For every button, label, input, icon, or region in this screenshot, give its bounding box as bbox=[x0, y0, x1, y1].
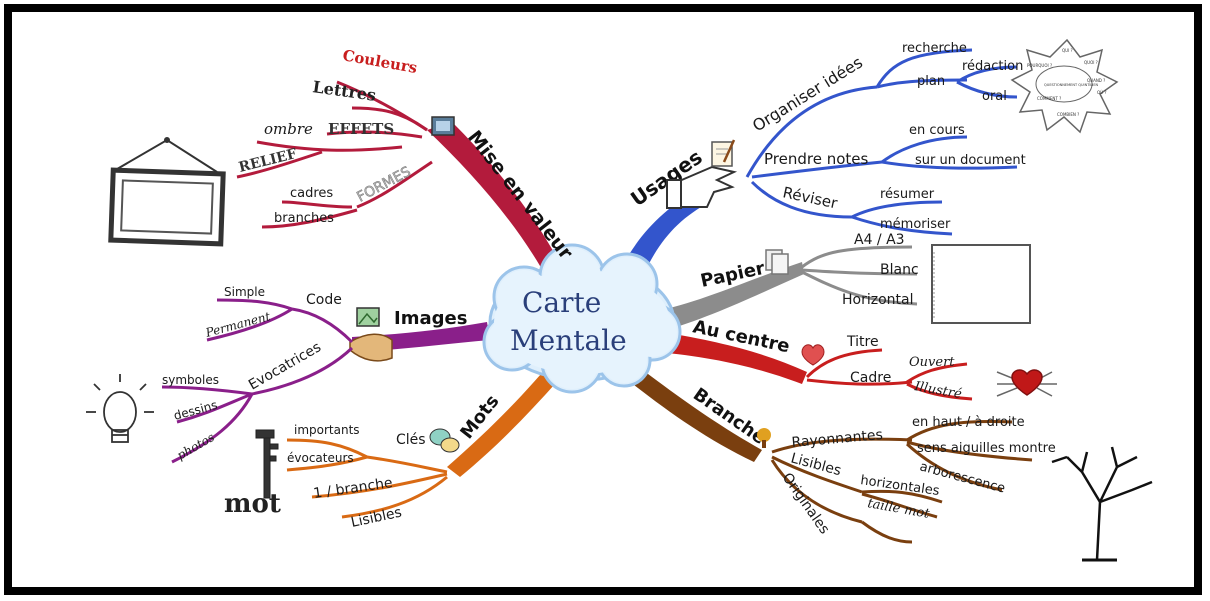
star-point-7: COMBIEN ? bbox=[1057, 112, 1079, 117]
label-prendre-notes: Prendre notes bbox=[764, 150, 869, 168]
paintbrush-icon bbox=[349, 333, 393, 362]
label-oral: oral bbox=[982, 89, 1007, 104]
mot-key-text: mot bbox=[224, 489, 281, 519]
heart-mindmap-illustration bbox=[996, 369, 1057, 397]
center-title-line1: Carte bbox=[522, 286, 601, 319]
branch-title-mise-en-valeur: Mise en valeur bbox=[463, 127, 577, 265]
branch-au-centre bbox=[657, 332, 807, 384]
label-cadre: Cadre bbox=[850, 370, 891, 386]
label-importants: importants bbox=[294, 423, 360, 437]
label-titre: Titre bbox=[846, 334, 879, 350]
label-photos: photos bbox=[175, 430, 217, 463]
branch-mots bbox=[447, 367, 564, 477]
center-title-line2: Mentale bbox=[510, 324, 627, 357]
label-ombre: ombre bbox=[264, 120, 313, 138]
label-memoriser: mémoriser bbox=[880, 217, 951, 232]
label-cles: Clés bbox=[396, 432, 426, 448]
label-ouvert: Ouvert bbox=[909, 355, 955, 370]
star-point-5: COMMENT ? bbox=[1037, 96, 1061, 101]
images-subbranches bbox=[161, 298, 354, 464]
label-sens-aiguilles-montre: sens aiguilles montre bbox=[917, 441, 1056, 456]
landscape-image-icon bbox=[356, 307, 380, 327]
label-permanent: Permanent bbox=[203, 309, 272, 340]
mind-map-frame: Carte Mentale Mise en valeur Couleurs Le… bbox=[4, 4, 1202, 595]
label-dessins: dessins bbox=[172, 398, 219, 423]
tree-small-icon bbox=[757, 428, 771, 448]
label-symboles: symboles bbox=[162, 373, 219, 387]
small-image-icon bbox=[431, 116, 455, 136]
label-rayonnantes: Rayonnantes bbox=[791, 427, 883, 451]
label-relief: RELIEF bbox=[237, 146, 298, 176]
mots-subbranches bbox=[286, 438, 448, 519]
label-cadres: cadres bbox=[290, 186, 333, 201]
star-point-6: POURQUOI ? bbox=[1027, 63, 1052, 68]
central-cloud bbox=[482, 243, 682, 394]
mind-map: Carte Mentale Mise en valeur Couleurs Le… bbox=[86, 38, 1153, 562]
au-centre-subbranches bbox=[805, 348, 973, 401]
label-illustre: Illustré bbox=[912, 379, 963, 402]
label-code: Code bbox=[306, 292, 342, 308]
label-horizontal: Horizontal bbox=[842, 292, 913, 308]
papier-sheets-icon bbox=[765, 249, 789, 275]
lightbulb-icon bbox=[86, 374, 154, 443]
notepad-pen-icon bbox=[711, 139, 736, 167]
heart-icon bbox=[801, 344, 825, 366]
key-icon bbox=[255, 429, 279, 499]
branch-mise-en-valeur bbox=[427, 122, 577, 304]
star-point-2: QUOI ? bbox=[1084, 60, 1098, 65]
label-plan: plan bbox=[917, 74, 945, 89]
label-resumer: résumer bbox=[880, 187, 935, 202]
usages-subbranches bbox=[745, 48, 1018, 236]
label-lettres: Lettres bbox=[311, 77, 377, 105]
branch-papier bbox=[652, 262, 804, 332]
star-point-3: OÙ ? bbox=[1097, 90, 1106, 95]
label-branches: branches bbox=[274, 211, 334, 226]
label-redaction: rédaction bbox=[962, 59, 1023, 74]
label-1-branche: 1 / branche bbox=[312, 475, 393, 502]
branch-title-images: Images bbox=[394, 308, 467, 329]
label-reviser: Réviser bbox=[781, 183, 840, 212]
speech-bubble-icon bbox=[429, 428, 460, 453]
label-organiser-idees: Organiser idées bbox=[749, 53, 866, 136]
label-effets: EFFETS bbox=[328, 120, 394, 138]
label-en-cours: en cours bbox=[909, 123, 965, 138]
label-a4-a3: A4 / A3 bbox=[854, 232, 905, 248]
label-en-haut-a-droite: en haut / à droite bbox=[912, 415, 1025, 430]
star-center-text: QUESTIONNEMENT QUINTILIEN bbox=[1044, 83, 1099, 87]
tree-illustration bbox=[1051, 446, 1153, 562]
label-recherche: recherche bbox=[902, 41, 967, 56]
blank-paper-illustration bbox=[931, 244, 1031, 324]
mise-en-valeur-subbranches bbox=[236, 80, 433, 229]
label-lisibles-mots: Lisibles bbox=[350, 505, 404, 531]
label-couleurs: Couleurs bbox=[341, 46, 418, 77]
label-evocateurs: évocateurs bbox=[287, 451, 354, 465]
branch-branche bbox=[620, 362, 762, 462]
star-point-1: QUI ? bbox=[1062, 48, 1073, 53]
label-sur-un-document: sur un document bbox=[915, 153, 1026, 168]
label-simple: Simple bbox=[224, 285, 265, 299]
questionnement-star-sheet: QUESTIONNEMENT QUINTILIEN QUI ? QUOI ? O… bbox=[1010, 38, 1119, 134]
picture-frame-icon bbox=[108, 137, 226, 247]
branche-subbranches bbox=[770, 420, 1033, 544]
star-point-4: QUAND ? bbox=[1087, 78, 1105, 83]
papier-subbranches bbox=[801, 245, 918, 306]
label-taille-mot: taille mot bbox=[866, 496, 931, 522]
label-formes: FORMES bbox=[354, 164, 413, 206]
label-blanc: Blanc bbox=[880, 262, 919, 278]
pointing-hand-icon bbox=[666, 165, 738, 209]
